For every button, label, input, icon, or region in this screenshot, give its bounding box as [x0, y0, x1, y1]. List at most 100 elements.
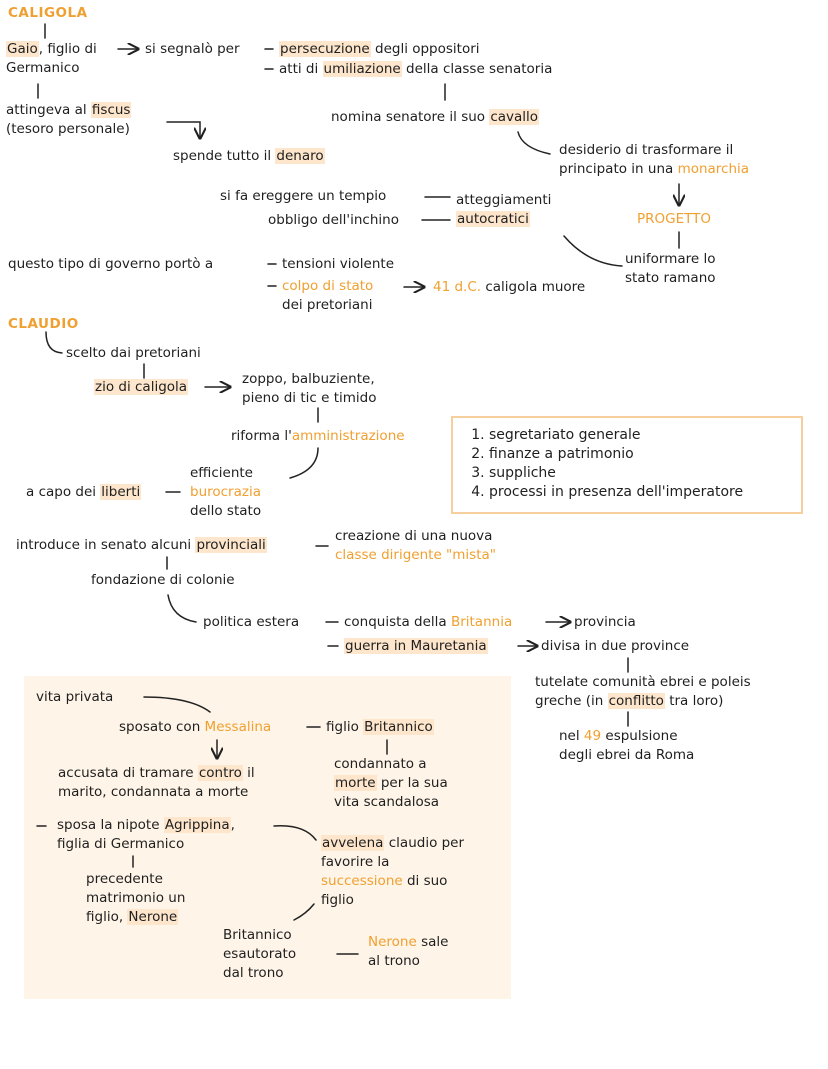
scelto-text: scelto dai pretoriani	[66, 345, 201, 361]
liberti-pre: a capo dei	[26, 484, 101, 500]
inchino-text: obbligo dell'inchino	[268, 212, 399, 228]
muore-text: 41 d.C. caligola muore	[433, 278, 585, 297]
precedente-line-2: matrimonio un	[86, 890, 186, 906]
avvelena-line-2: favorire la	[321, 854, 390, 870]
agrippina-comma: ,	[230, 817, 235, 833]
burocrazia-line-2: burocrazia	[190, 484, 261, 500]
esautorato-line-2: esautorato	[223, 946, 297, 962]
atteggiamenti-line-2: autocratici	[456, 210, 530, 229]
agrippina-line-2: figlia di Germanico	[57, 836, 185, 852]
burocrazia-line-1: efficiente	[190, 465, 253, 481]
ebrei-line-1: tutelate comunità ebrei e poleis	[535, 674, 751, 690]
gaio-text: , figlio di	[38, 41, 97, 57]
progetto-label: PROGETTO	[637, 211, 712, 227]
figlio-text: figlio Britannico	[326, 718, 434, 737]
claudio-title: CLAUDIO	[8, 316, 79, 332]
reform-item: segretariato generale	[489, 426, 801, 445]
nerone-line-2: al trono	[368, 953, 420, 969]
burocrazia-line-3: dello stato	[190, 503, 262, 519]
liberti-text: a capo dei liberti	[26, 483, 142, 502]
reform-item: processi in presenza dell'imperatore	[489, 483, 801, 502]
muore-date: 41 d.C.	[433, 279, 482, 295]
contro-word: contro	[197, 765, 243, 781]
accusata-pre: accusata di tramare	[58, 765, 198, 781]
ebrei-line-2: greche (in conflitto tra loro)	[535, 692, 723, 711]
liberti-word: liberti	[100, 484, 142, 500]
uniformare-line-1: uniformare lo	[625, 251, 716, 267]
zoppo-line-2: pieno di tic e timido	[242, 390, 377, 406]
gaio-name: Gaio	[6, 41, 39, 57]
desiderio-line-2: principato in una monarchia	[559, 160, 749, 179]
avvelena-line-1: avvelena claudio per	[321, 834, 464, 853]
agrippina-word: Agrippina	[163, 817, 231, 833]
esautorato-line-1: Britannico	[223, 927, 292, 943]
persecuzione-rest: degli oppositori	[370, 41, 480, 57]
uniformare-line-2: stato ramano	[625, 270, 716, 286]
divisa-text: divisa in due province	[541, 638, 690, 654]
avvelena-line-4: figlio	[321, 892, 354, 908]
desiderio-line-1: desiderio di trasformare il	[559, 142, 734, 158]
britannia-pre: conquista della	[344, 614, 451, 630]
fiscus-pre: attingeva al	[6, 102, 91, 118]
gaio-line-1: Gaio, figlio di	[6, 40, 97, 59]
fiscus-line-2: (tesoro personale)	[6, 121, 130, 137]
nerone-line-1: Nerone sale	[368, 933, 448, 952]
avvelena-suo: di suo	[402, 873, 448, 889]
spende-pre: spende tutto il	[173, 148, 276, 164]
amministrazione-word: amministrazione	[291, 428, 405, 444]
provincia-text: provincia	[574, 614, 636, 630]
introduce-pre: introduce in senato alcuni	[16, 537, 196, 553]
gaio-line-2: Germanico	[6, 60, 80, 76]
fiscus-line-1: attingeva al fiscus	[6, 101, 132, 120]
precedente-line-3: figlio, Nerone	[86, 908, 179, 927]
precedente-line-1: precedente	[86, 871, 163, 887]
fiscus-word: fiscus	[90, 102, 132, 118]
sposato-text: sposato con Messalina	[119, 718, 271, 737]
spende-text: spende tutto il denaro	[173, 147, 325, 166]
governo-text: questo tipo di governo portò a	[8, 256, 214, 272]
espulsione-line-2: degli ebrei da Roma	[559, 747, 695, 763]
figlio-pre: figlio	[326, 719, 364, 735]
umiliazione-rest: della classe senatoria	[401, 61, 553, 77]
messalina-word: Messalina	[204, 719, 272, 735]
condannato-line-1: condannato a	[334, 756, 427, 772]
britannia-word: Britannia	[450, 614, 513, 630]
nerone-name: Nerone	[368, 934, 417, 950]
zio-word: zio di caligola	[94, 379, 189, 395]
nerone-word: Nerone	[127, 909, 179, 925]
colpo-line-1: colpo di stato	[282, 278, 374, 294]
mauretania-word: guerra in Mauretania	[344, 638, 488, 654]
persecuzione-text: persecuzione degli oppositori	[279, 40, 480, 59]
accusata-rest: il	[242, 765, 255, 781]
monarchia-word: monarchia	[677, 161, 750, 177]
cavallo-word: cavallo	[489, 109, 540, 125]
espulsione-pre: nel	[559, 728, 584, 744]
successione-word: successione	[321, 873, 403, 889]
sposato-pre: sposato con	[119, 719, 205, 735]
espulsione-year: 49	[583, 728, 602, 744]
zio-text: zio di caligola	[94, 378, 189, 397]
espulsione-rest: espulsione	[601, 728, 678, 744]
accusata-line-2: marito, condannata a morte	[58, 784, 249, 800]
zoppo-line-1: zoppo, balbuziente,	[242, 371, 375, 387]
britannico-word: Britannico	[363, 719, 434, 735]
reform-item: finanze a patrimonio	[489, 445, 801, 464]
senatore-pre: nomina senatore il suo	[331, 109, 490, 125]
conflitto-word: conflitto	[607, 693, 665, 709]
classe-line-2: classe dirigente "mista"	[335, 547, 496, 563]
espulsione-line-1: nel 49 espulsione	[559, 727, 678, 746]
provinciali-word: provinciali	[195, 537, 267, 553]
nerone-sale: sale	[416, 934, 449, 950]
avvelena-rest: claudio per	[384, 835, 465, 851]
segnalo-text: si segnalò per	[145, 41, 240, 57]
condannato-line-2: morte per la sua	[334, 774, 448, 793]
precedente-pre: figlio,	[86, 909, 128, 925]
morte-word: morte	[334, 775, 377, 791]
umiliazione-word: umiliazione	[322, 61, 402, 77]
condannato-line-3: vita scandalosa	[334, 794, 440, 810]
senatore-text: nomina senatore il suo cavallo	[331, 108, 540, 127]
reforms-box: segretariato generale finanze a patrimon…	[451, 416, 803, 514]
muore-rest: caligola muore	[481, 279, 586, 295]
umiliazione-pre: atti di	[279, 61, 323, 77]
accusata-line-1: accusata di tramare contro il	[58, 764, 255, 783]
